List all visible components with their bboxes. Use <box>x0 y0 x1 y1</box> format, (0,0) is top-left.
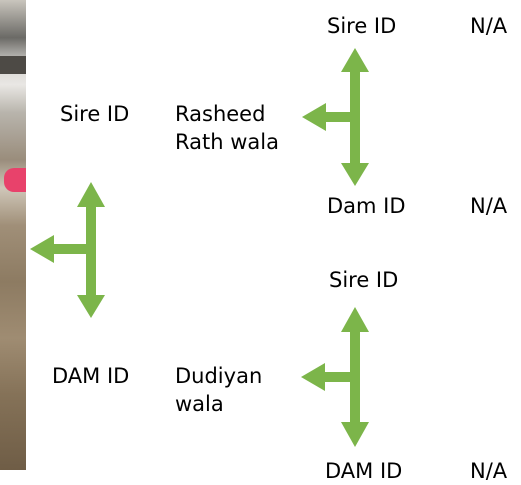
connector-arrow-sire <box>302 48 369 186</box>
sire-dam-value: N/A <box>470 194 508 218</box>
sire-id-label: Sire ID <box>60 102 130 126</box>
sire-dam-id-label: Dam ID <box>327 194 406 218</box>
connector-arrow-animal <box>30 182 105 318</box>
sire-sire-id-label: Sire ID <box>327 14 397 38</box>
sire-name: Rasheed Rath wala <box>175 102 279 154</box>
sire-sire-value: N/A <box>470 14 508 38</box>
connector-arrow-dam <box>301 307 369 447</box>
dam-id-label: DAM ID <box>52 364 130 388</box>
photo-detail <box>4 168 26 192</box>
dam-dam-value: N/A <box>470 459 508 483</box>
dam-dam-id-label: DAM ID <box>325 459 403 483</box>
photo-detail <box>0 56 26 74</box>
animal-photo <box>0 0 26 470</box>
dam-name: Dudiyan wala <box>175 364 263 416</box>
dam-sire-id-label: Sire ID <box>329 268 399 292</box>
